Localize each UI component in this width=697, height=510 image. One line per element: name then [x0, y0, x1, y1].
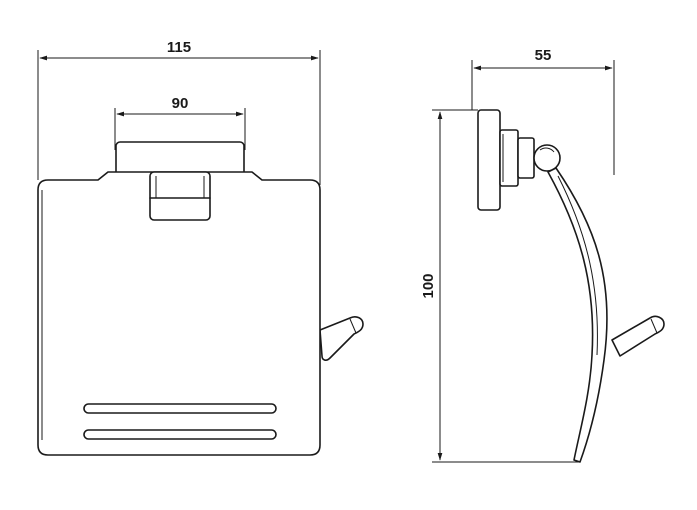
dimension-115: 115	[37, 39, 321, 185]
side-view: 55 100	[420, 47, 665, 463]
center-clip	[149, 171, 211, 221]
cover-plate	[37, 171, 321, 456]
dimension-label-100: 100	[420, 273, 437, 298]
dimension-55: 55	[471, 47, 615, 175]
dimension-label-115: 115	[167, 39, 191, 56]
wall-mount-plate	[115, 141, 245, 177]
side-wall-bracket	[477, 109, 535, 211]
dimension-100: 100	[420, 109, 580, 463]
pivot-knob	[533, 144, 561, 172]
dimension-label-55: 55	[535, 47, 552, 64]
front-view: 115 90	[37, 39, 364, 456]
side-cover-curve	[547, 167, 608, 463]
cover-slots	[83, 403, 277, 440]
dimension-label-90: 90	[172, 95, 189, 112]
side-roll-peg	[611, 315, 665, 357]
roll-peg	[319, 316, 364, 361]
dimension-90: 90	[114, 95, 246, 150]
